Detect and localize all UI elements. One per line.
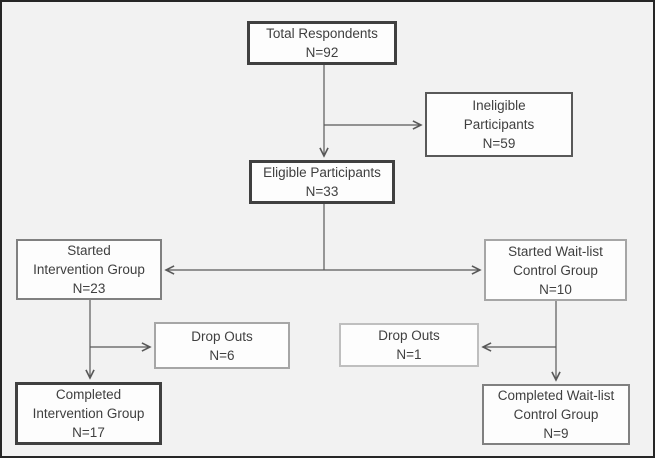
box-label: Total Respondents — [266, 26, 378, 41]
box-label: Intervention Group — [33, 262, 145, 277]
box-drop-outs-control: Drop Outs N=1 — [339, 323, 479, 367]
box-count: N=33 — [305, 184, 339, 199]
box-completed-waitlist-control: Completed Wait-list Control Group N=9 — [482, 384, 630, 445]
box-count: N=1 — [396, 347, 422, 362]
box-count: N=9 — [543, 426, 569, 441]
box-label: Completed — [55, 387, 122, 402]
box-drop-outs-intervention: Drop Outs N=6 — [154, 322, 290, 369]
box-count: N=59 — [482, 136, 516, 151]
box-ineligible-participants: Ineligible Participants N=59 — [425, 92, 573, 157]
box-label: Eligible Participants — [263, 165, 381, 180]
box-label: Drop Outs — [378, 328, 440, 343]
box-label: Control Group — [513, 262, 598, 278]
box-count: N=92 — [305, 45, 339, 60]
box-eligible-participants: Eligible Participants N=33 — [249, 160, 395, 204]
box-count: N=10 — [539, 281, 572, 297]
box-count: N=6 — [209, 347, 235, 363]
box-started-waitlist-control: Started Wait-list Control Group N=10 — [484, 239, 627, 301]
box-label: Started — [67, 243, 111, 258]
box-label: Drop Outs — [191, 328, 253, 344]
box-total-respondents: Total Respondents N=92 — [247, 21, 397, 65]
box-label: Intervention Group — [32, 406, 145, 421]
box-count: N=17 — [72, 425, 105, 440]
box-label: Started Wait-list — [508, 243, 603, 259]
box-started-intervention-group: Started Intervention Group N=23 — [16, 239, 162, 300]
box-completed-intervention-group: Completed Intervention Group N=17 — [15, 382, 162, 445]
box-label: Ineligible — [472, 98, 526, 113]
box-label: Completed Wait-list — [497, 388, 615, 403]
box-label: Participants — [463, 117, 535, 132]
box-count: N=23 — [72, 281, 106, 296]
box-label: Control Group — [513, 407, 599, 422]
